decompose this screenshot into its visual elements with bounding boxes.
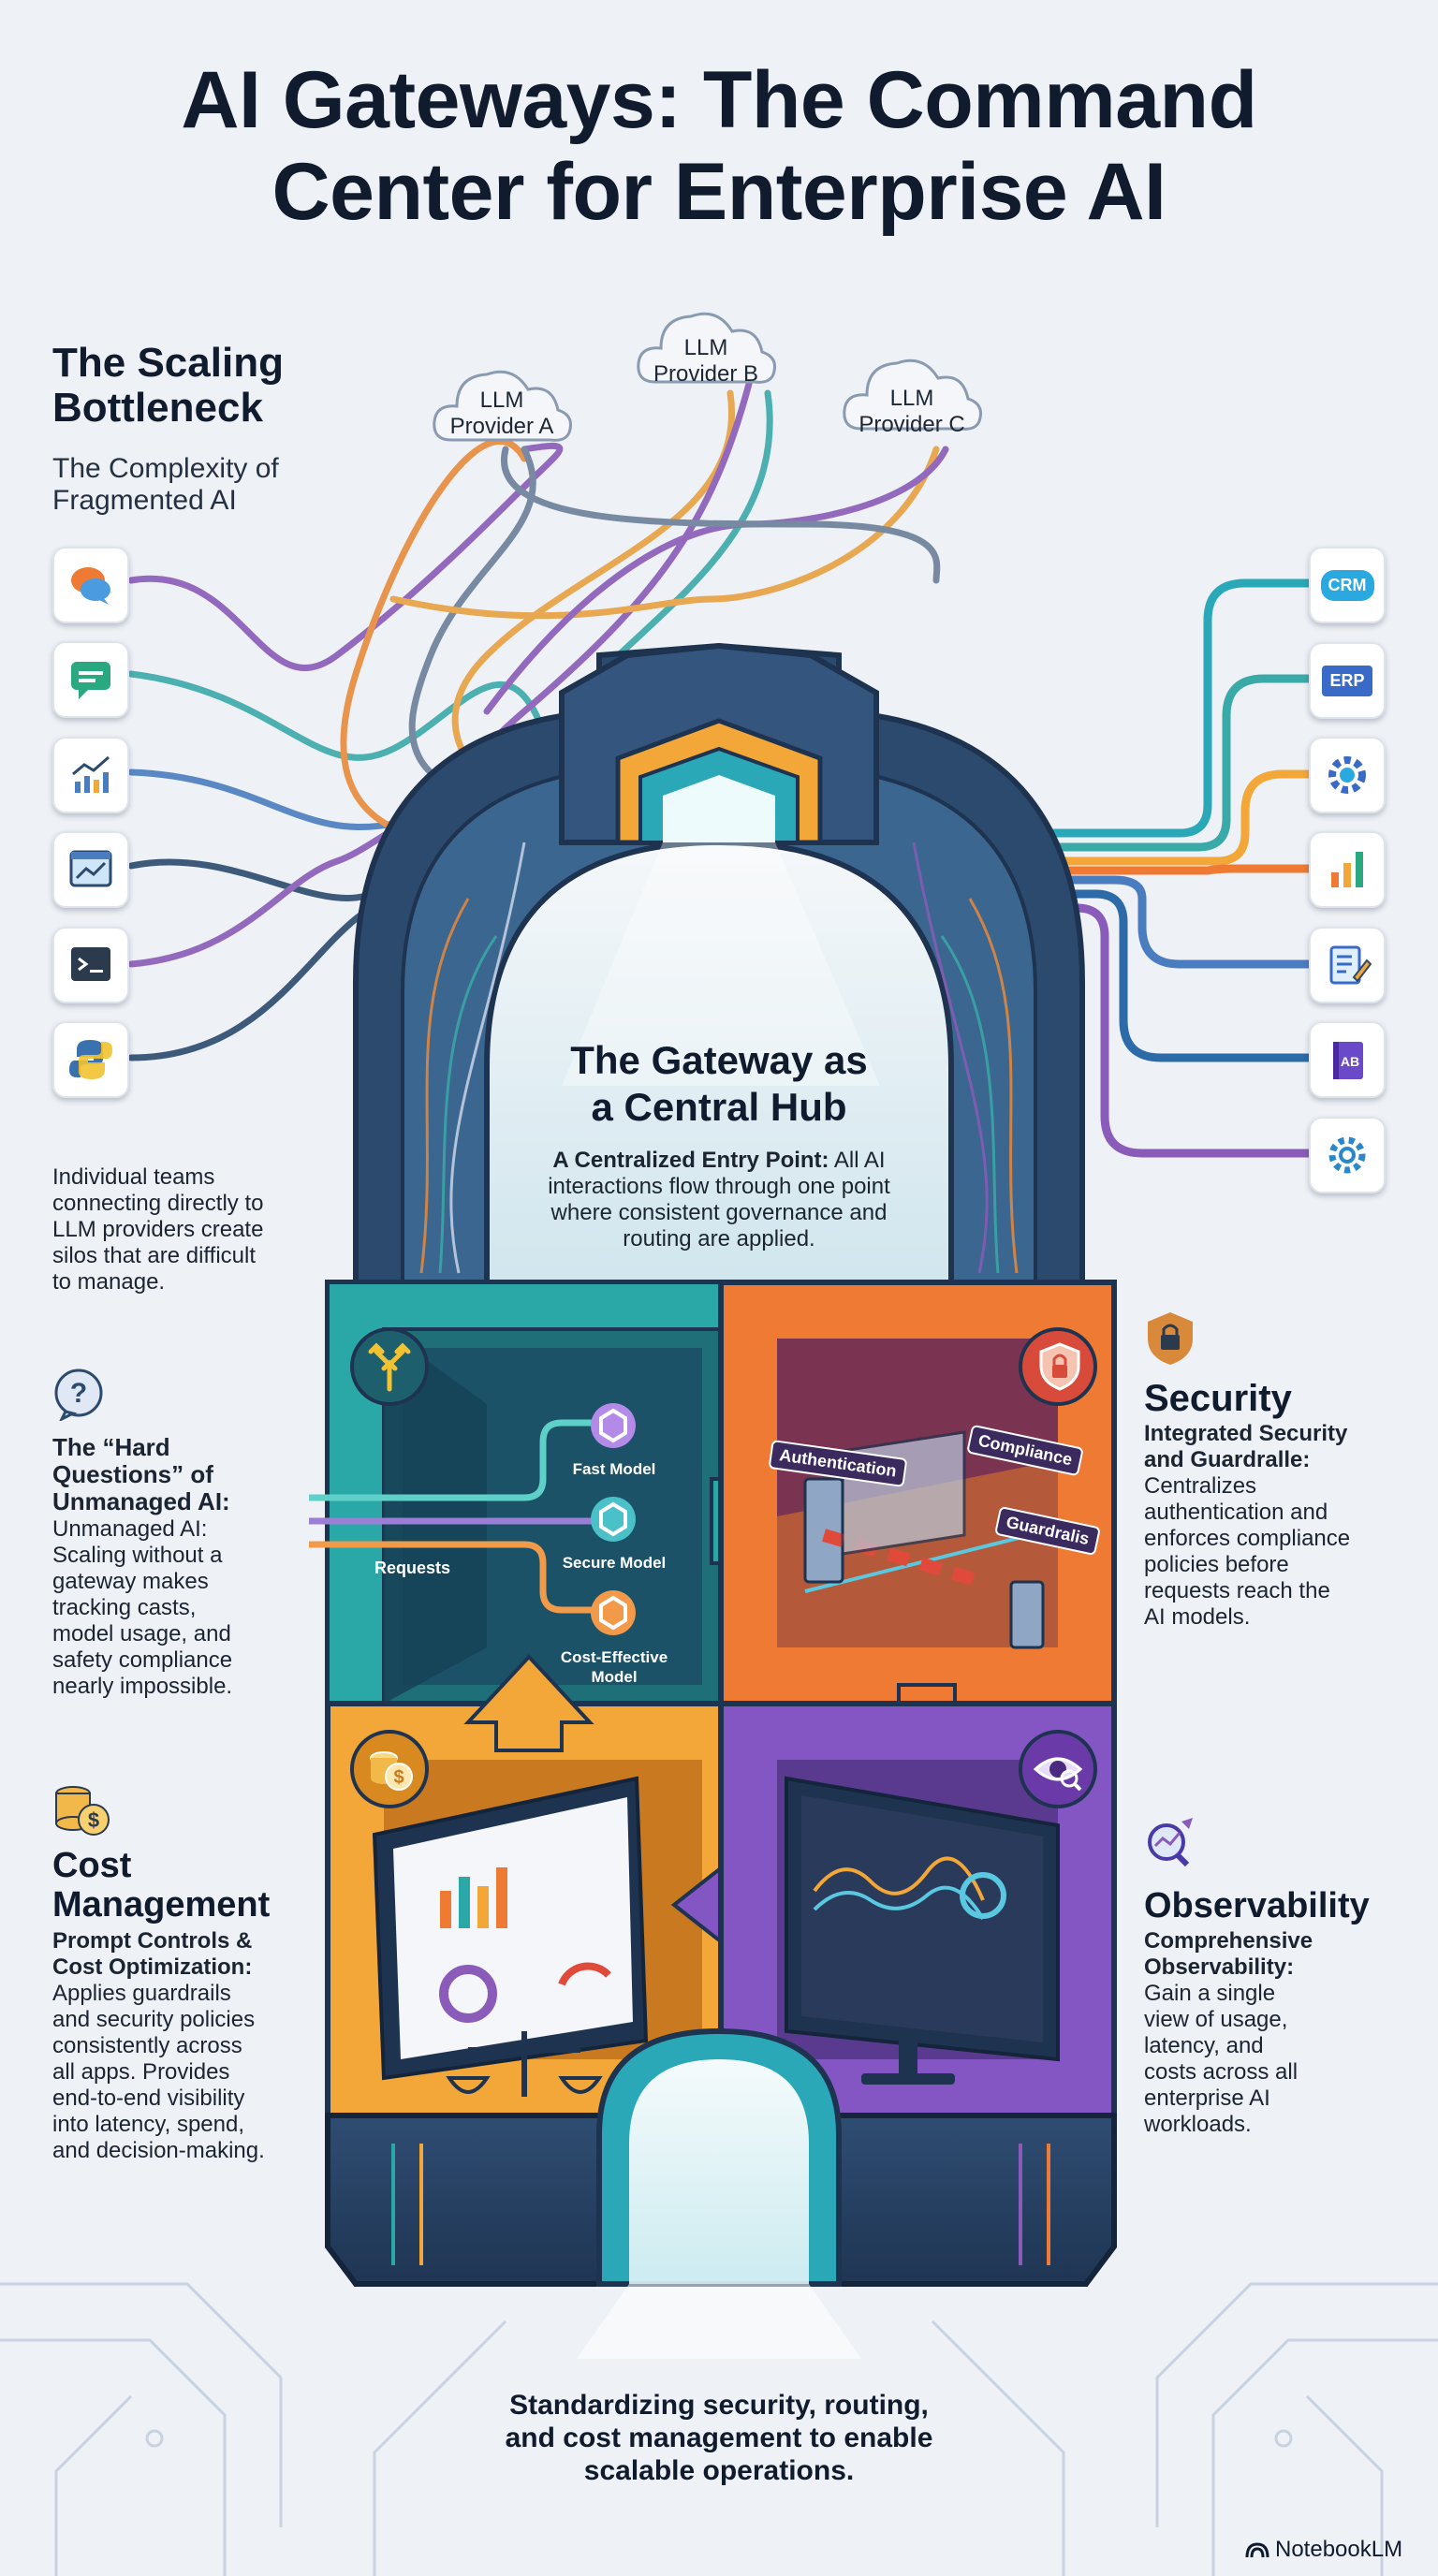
ai-model-icon — [588, 1400, 638, 1451]
erp-icon: ERP — [1309, 642, 1386, 719]
erp-badge: ERP — [1322, 665, 1372, 696]
hub-description: A Centralized Entry Point: All AI intera… — [548, 1148, 890, 1251]
terminal-icon — [52, 927, 129, 1003]
cost-lead: Prompt Controls &Cost Optimization: — [52, 1928, 253, 1980]
cloud-shape — [843, 359, 982, 431]
settings-gear-icon — [1309, 737, 1386, 813]
coins-icon: $ — [363, 1743, 416, 1795]
python-icon — [52, 1021, 129, 1098]
requests-label: Requests — [374, 1559, 451, 1577]
brand-text: NotebookLM — [1275, 2537, 1403, 2562]
document-edit-icon — [1309, 927, 1386, 1003]
notebooklm-brand: NotebookLM — [1245, 2537, 1402, 2563]
question-icon: ? — [52, 1368, 105, 1423]
page-title: AI Gateways: The Command Center for Ente… — [181, 55, 1257, 237]
cloud-shape — [637, 312, 776, 384]
book-icon: AB — [1309, 1021, 1386, 1098]
notebooklm-logo-icon — [1245, 2542, 1269, 2558]
svg-text:$: $ — [88, 1808, 99, 1832]
svg-text:?: ? — [70, 1378, 87, 1409]
chat-bubbles-icon — [52, 547, 129, 623]
cloud-shape — [433, 370, 572, 442]
fast-model-label: Fast Model — [572, 1460, 656, 1478]
footer-tagline: Standardizing security, routing,and cost… — [505, 2390, 933, 2486]
svg-text:$: $ — [393, 1767, 404, 1788]
gateway-base — [325, 2027, 1117, 2359]
bar-chart-icon — [1309, 831, 1386, 908]
svg-text:AB: AB — [1341, 1054, 1359, 1069]
message-icon — [52, 641, 129, 718]
browser-chart-icon — [52, 831, 129, 908]
ai-model-icon — [588, 1494, 638, 1544]
secure-model-label: Secure Model — [562, 1554, 667, 1572]
right-connections — [838, 578, 1315, 1158]
security-quadrant — [718, 1280, 1117, 1792]
line-chart-icon — [52, 737, 129, 813]
circuit-background — [0, 2282, 1438, 2576]
shield-lock-icon — [1034, 1340, 1086, 1393]
crm-icon: CRM — [1309, 547, 1386, 623]
lock-icon — [1144, 1310, 1196, 1367]
coins-icon: $ — [52, 1782, 112, 1838]
routing-arrows-icon — [363, 1340, 416, 1393]
ai-model-icon — [588, 1588, 638, 1638]
crm-badge: CRM — [1320, 569, 1374, 601]
observability-heading: Observability — [1144, 1886, 1370, 1925]
analytics-icon — [1144, 1814, 1200, 1870]
eye-icon — [1032, 1743, 1084, 1795]
cog-icon — [1309, 1117, 1386, 1193]
arch-structure — [353, 642, 1085, 1313]
security-heading: Security — [1144, 1378, 1292, 1419]
